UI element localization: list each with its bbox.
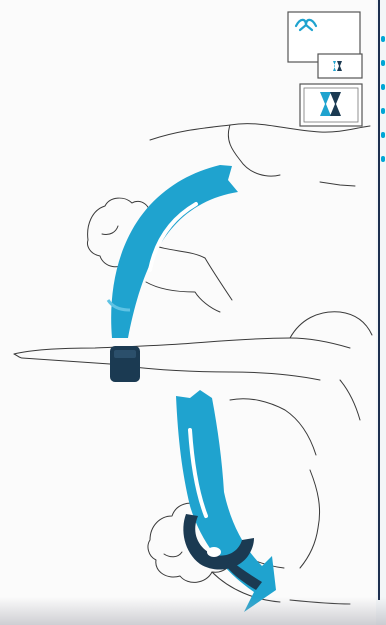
packaging-cards: [288, 12, 362, 126]
edge-marker: [381, 84, 385, 90]
edge-marker: [381, 60, 385, 66]
edge-marker: [381, 156, 385, 162]
lower-attach-arrow: [176, 390, 276, 612]
edge-marker: [381, 132, 385, 138]
edge-marker: [381, 36, 385, 42]
page-edge-rule: [378, 0, 380, 600]
upper-wristband: [110, 346, 140, 382]
page-bottom-shadow: [0, 597, 386, 625]
upper-attach-arrow: [108, 165, 238, 338]
card-large: [300, 84, 362, 126]
edge-marker: [381, 108, 385, 114]
